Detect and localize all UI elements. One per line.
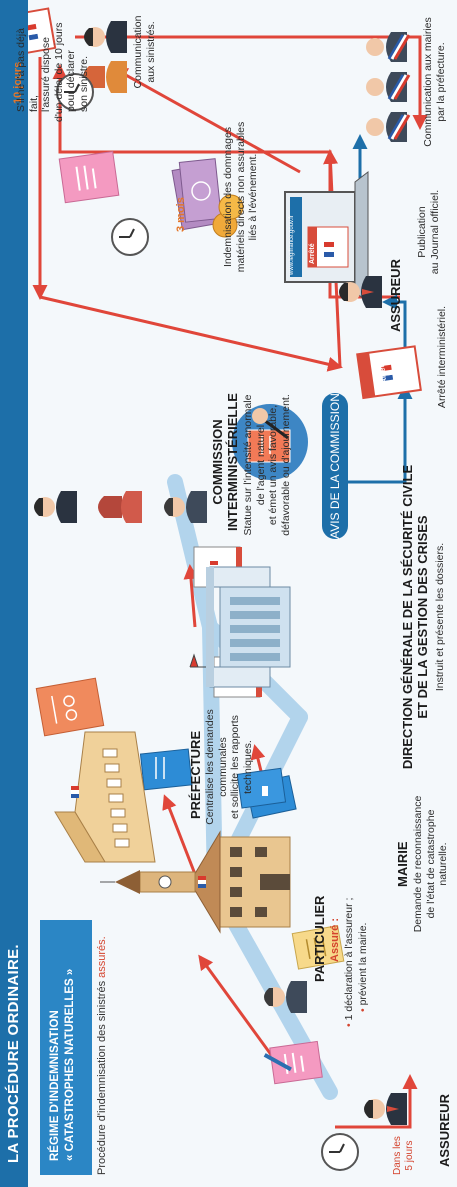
particulier-item-2-text: prévient la mairie. bbox=[357, 922, 369, 1006]
timing-5-jours-value: 5 jours bbox=[404, 1140, 415, 1171]
commission-desc-2: de l'agent naturel bbox=[254, 424, 267, 506]
prefecture-description: Centralise les demandes communales et so… bbox=[204, 687, 254, 847]
arrete-document bbox=[356, 345, 422, 400]
communication-sinistres-1: Communication bbox=[132, 15, 144, 89]
communication-mairies-1: Communication aux mairies bbox=[422, 17, 434, 147]
dgscgc-title: DIRECTION GÉNÉRALE DE LA SÉCURITÉ CIVILE… bbox=[400, 457, 430, 777]
timing-3-mois: 3 mois bbox=[175, 197, 187, 232]
assureur-left-title: ASSUREUR bbox=[437, 1094, 452, 1167]
commission-desc-3: et émet un avis favorable, bbox=[267, 404, 279, 526]
prefecture-building bbox=[54, 731, 156, 863]
mairie-description: Demande de reconnaissance de l'état de c… bbox=[412, 789, 450, 939]
particulier-item-2: • prévient la mairie. bbox=[357, 922, 369, 1012]
particulier-title: PARTICULIER bbox=[312, 895, 327, 982]
communication-sinistres-2: aux sinistrés. bbox=[144, 21, 157, 83]
prefecture-orange-doc bbox=[35, 677, 105, 737]
timing-dans-les: Dans les bbox=[392, 1136, 403, 1175]
commission-title-2: INTERMINISTÉRIELLE bbox=[225, 393, 240, 531]
commission-description: Statue sur l'intensité anormale de l'age… bbox=[242, 375, 292, 555]
pink-declaration-doc bbox=[263, 1040, 323, 1085]
regime-line-2: « CATASTROPHES NATURELLES » bbox=[64, 968, 76, 1161]
assureur-right-person bbox=[339, 276, 382, 308]
declaration-line-1: S'il ne l'a pas déjà fait, bbox=[15, 28, 40, 112]
page-banner: LA PROCÉDURE ORDINAIRE. bbox=[0, 0, 28, 1187]
communication-sinistres: Communication aux sinistrés. bbox=[132, 7, 157, 97]
particulier-item-1-text: 1 déclaration à l'assureur ; bbox=[343, 897, 355, 1021]
assureur-right-title: ASSUREUR bbox=[388, 259, 403, 332]
declaration-line-5: son sinistre. bbox=[77, 55, 90, 112]
indemnisation-2: matériels directs non assurables bbox=[234, 121, 247, 273]
commission-signing bbox=[232, 404, 308, 480]
commission-desc-4: défavorable ou d'ajournement. bbox=[279, 394, 292, 536]
arrete-caption: Arrêté interministériel. bbox=[436, 305, 448, 409]
clock-left bbox=[321, 1133, 359, 1171]
indemnisation-3: liés à l'événement. bbox=[247, 153, 259, 241]
declaration-line-4: pour déclarer bbox=[65, 50, 77, 112]
journal-arrete-tag: Arrêté bbox=[309, 243, 316, 264]
legifrance-url: www.legifrance.gouv.fr bbox=[289, 215, 295, 275]
dgscgc-building bbox=[189, 566, 291, 688]
journal-caption: Publication au Journal officiel. bbox=[416, 177, 441, 287]
regime-line-1: RÉGIME D'INDEMNISATION bbox=[49, 1010, 61, 1161]
prefecture-title: PRÉFECTURE bbox=[188, 730, 203, 819]
communication-mairies: Communication aux mairies par la préfect… bbox=[422, 7, 447, 157]
dgscgc-title-2: ET DE LA GESTION DES CRISES bbox=[415, 515, 430, 719]
mairie-desc-1: Demande de reconnaissance bbox=[412, 795, 424, 933]
particulier-assure-label: Assuré : bbox=[329, 917, 341, 962]
regime-subtitle-highlight: assurés. bbox=[96, 936, 108, 978]
mairie-yellow-doc bbox=[291, 925, 345, 970]
declaration-delay-text: S'il ne l'a pas déjà fait, l'assuré disp… bbox=[15, 22, 90, 152]
prefecture-blue-doc bbox=[139, 748, 193, 791]
regime-subtitle: Procédure d'indemnisation des sinistrés … bbox=[96, 936, 108, 1175]
prefecture-desc-1: Centralise les demandes communales bbox=[204, 709, 229, 825]
dgscgc-title-1: DIRECTION GÉNÉRALE DE LA SÉCURITÉ CIVILE bbox=[400, 464, 415, 770]
prefecture-desc-2: et sollicite les rapports techniques. bbox=[229, 715, 254, 819]
timing-5-jours: Dans les 5 jours bbox=[392, 1136, 416, 1175]
mairie-blue-docs bbox=[236, 767, 297, 819]
money-bills bbox=[171, 158, 244, 238]
clock-10-jours bbox=[56, 73, 94, 111]
mairie-title: MAIRIE bbox=[395, 841, 410, 888]
mairie-desc-2: de l'état de catastrophe naturelle. bbox=[424, 809, 450, 919]
avis-commission-pill: AVIS DE LA COMMISSION bbox=[322, 393, 348, 539]
regime-subtitle-text: Procédure d'indemnisation des sinistrés bbox=[96, 977, 108, 1175]
communication-mairies-2: par la préfecture. bbox=[434, 42, 447, 122]
mayors-group bbox=[366, 32, 411, 142]
clock-3-mois bbox=[111, 218, 149, 256]
particulier-item-1: • 1 déclaration à l'assureur ; bbox=[343, 897, 355, 1027]
commission-title-1: COMMISSION bbox=[210, 419, 225, 505]
laptop-journal-officiel bbox=[284, 170, 369, 304]
dgscgc-description: Instruit et présente les dossiers. bbox=[434, 542, 446, 692]
commission-people bbox=[34, 491, 207, 523]
mairie-building bbox=[100, 830, 291, 934]
indemnisation-text: Indemnisation des dommages matériels dir… bbox=[222, 117, 260, 277]
journal-caption-1: Publication bbox=[416, 206, 428, 258]
indemnisation-1: Indemnisation des dommages bbox=[222, 126, 234, 268]
commission-title: COMMISSION INTERMINISTÉRIELLE bbox=[210, 387, 240, 537]
regime-box: RÉGIME D'INDEMNISATION « CATASTROPHES NA… bbox=[40, 920, 92, 1175]
declaration-line-2: l'assuré dispose bbox=[40, 37, 52, 112]
particulier-person bbox=[264, 981, 307, 1013]
declaration-line-3: d'un délai de 10 jours bbox=[52, 22, 65, 123]
journal-caption-2: au Journal officiel. bbox=[428, 189, 441, 275]
commission-desc-1: Statue sur l'intensité anormale bbox=[242, 394, 254, 536]
assureur-left-person bbox=[364, 1093, 407, 1125]
pink-doc-right bbox=[58, 151, 120, 204]
